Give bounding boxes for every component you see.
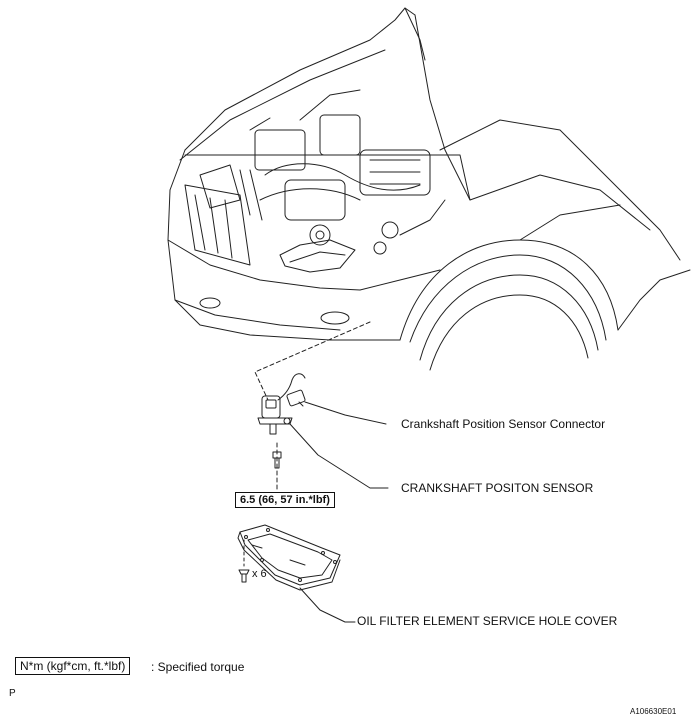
sensor-locator-line	[254, 321, 371, 401]
cover-label: OIL FILTER ELEMENT SERVICE HOLE COVER	[357, 614, 618, 628]
sensor-connector-drawing	[277, 373, 306, 407]
torque-spec-box: 6.5 (66, 57 in.*lbf)	[235, 492, 335, 508]
sensor-label: CRANKSHAFT POSITON SENSOR	[401, 481, 594, 495]
crankshaft-position-sensor-drawing	[257, 395, 293, 435]
figure-id: A106630E01	[630, 707, 677, 716]
page-mark: P	[9, 688, 16, 699]
cover-bolt-drawing	[238, 569, 250, 583]
service-hole-cover-drawing	[237, 524, 341, 591]
torque-legend-description: : Specified torque	[151, 660, 245, 674]
sensor-bolt-drawing	[272, 442, 282, 493]
bolt-count-label: x 6	[252, 568, 267, 580]
connector-label: Crankshaft Position Sensor Connector	[401, 417, 606, 431]
vehicle-front-drawing	[167, 7, 691, 371]
torque-legend-box: N*m (kgf*cm, ft.*lbf)	[15, 657, 131, 675]
